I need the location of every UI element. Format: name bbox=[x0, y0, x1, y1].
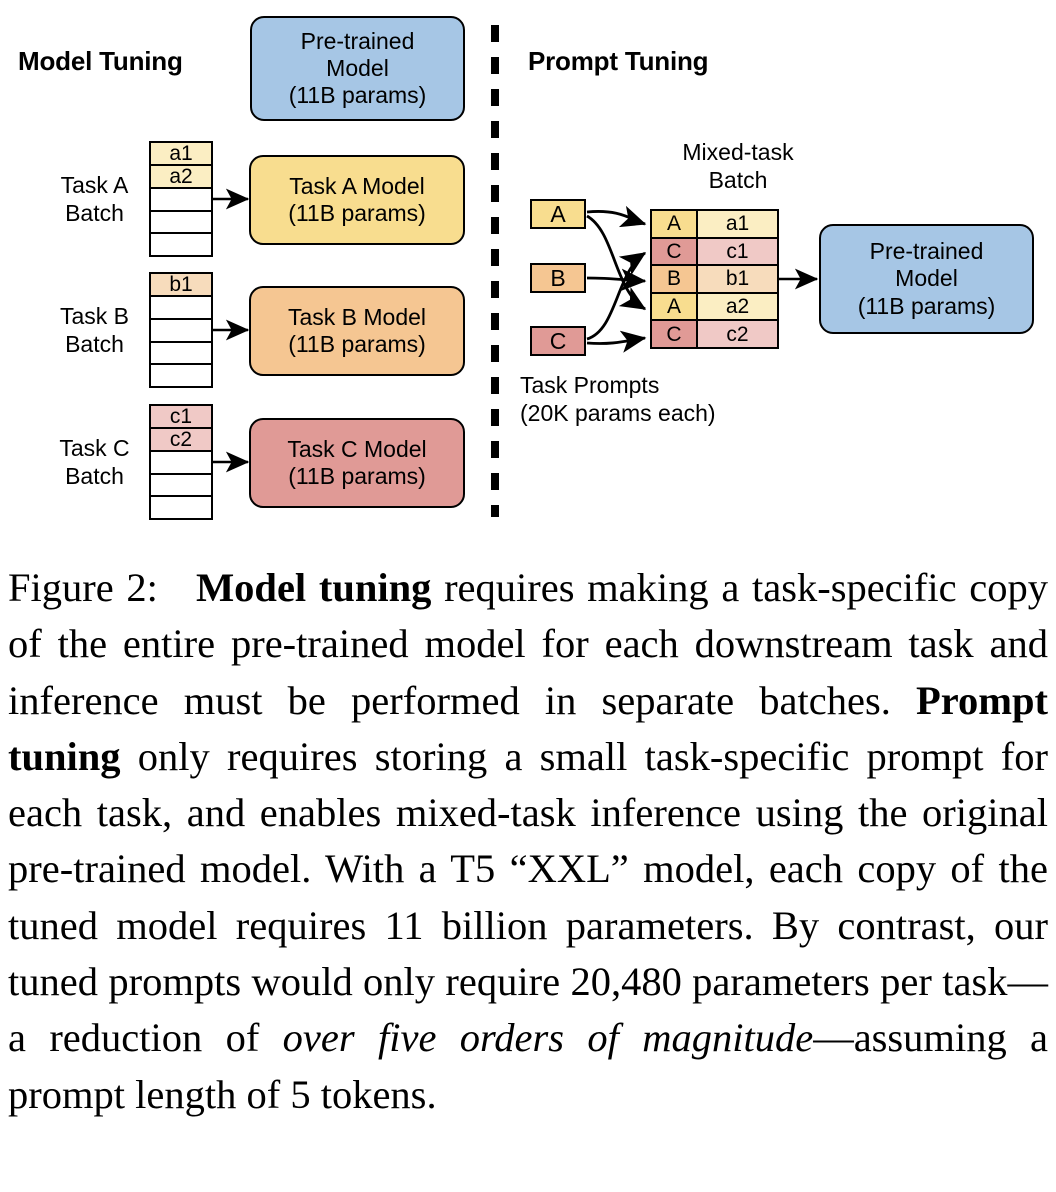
task-c-model-box: Task C Model (11B params) bbox=[249, 418, 465, 508]
mixed-task-cell-data: b1 bbox=[698, 266, 777, 292]
left-pretrained-line3: (11B params) bbox=[288, 82, 427, 109]
right-pretrained-model-box: Pre-trained Model (11B params) bbox=[819, 224, 1034, 334]
mixed-task-row: A a1 bbox=[652, 211, 777, 239]
figure-caption: Figure 2: Model tuning requires making a… bbox=[8, 560, 1048, 1123]
task-c-model-line1: Task C Model bbox=[287, 435, 427, 462]
task-c-batch-row: c1 bbox=[151, 406, 211, 429]
mixed-task-batch-table: A a1 C c1 B b1 A a2 C c2 bbox=[650, 209, 779, 349]
task-b-batch-label: Task B Batch bbox=[42, 303, 147, 358]
task-b-batch-row: b1 bbox=[151, 274, 211, 297]
mixed-task-cell-data: c1 bbox=[698, 238, 777, 265]
task-a-batch-label: Task A Batch bbox=[42, 172, 147, 227]
task-c-batch-grid: c1 c2 bbox=[149, 404, 213, 520]
task-a-batch-label-line2: Batch bbox=[65, 199, 124, 226]
mixed-task-cell-data: c2 bbox=[698, 321, 777, 347]
task-b-model-line2: (11B params) bbox=[288, 331, 426, 357]
task-a-batch-row bbox=[151, 234, 211, 255]
panel-title-prompt-tuning: Prompt Tuning bbox=[528, 46, 709, 76]
caption-italic-magnitude: over five orders of magnitude bbox=[282, 1015, 814, 1061]
task-c-batch-row bbox=[151, 475, 211, 498]
task-b-model-box: Task B Model (11B params) bbox=[249, 286, 465, 376]
mixed-task-cell-task: A bbox=[652, 293, 698, 320]
task-a-batch-grid: a1 a2 bbox=[149, 141, 213, 257]
mixed-task-batch-label-line1: Mixed-task bbox=[682, 139, 794, 165]
task-a-model-line1: Task A Model bbox=[289, 172, 425, 199]
mixed-task-batch-label-line2: Batch bbox=[708, 166, 768, 193]
caption-figure-number: Figure 2: bbox=[8, 565, 158, 610]
task-b-batch-grid: b1 bbox=[149, 272, 213, 388]
mixed-task-cell-task: C bbox=[652, 238, 698, 265]
caption-text-2: only requires storing a small task-speci… bbox=[8, 733, 1048, 1061]
task-c-batch-label-line1: Task C bbox=[59, 435, 130, 461]
task-c-model-line2: (11B params) bbox=[288, 463, 426, 489]
task-prompts-caption-line2: (20K params each) bbox=[520, 399, 716, 426]
right-pretrained-line2: Model bbox=[895, 265, 958, 292]
mixed-task-row: A a2 bbox=[652, 293, 777, 322]
task-b-batch-row bbox=[151, 365, 211, 386]
left-pretrained-line1: Pre-trained bbox=[300, 27, 415, 54]
caption-bold-prompt-tuning: Prompt tuning bbox=[8, 677, 1048, 779]
task-c-batch-row bbox=[151, 497, 211, 518]
task-b-batch-label-line2: Batch bbox=[65, 330, 124, 357]
mixed-task-cell-task: C bbox=[652, 321, 698, 347]
caption-text-1: requires making a task-specific copy of … bbox=[8, 565, 1049, 723]
left-pretrained-model-box: Pre-trained Model (11B params) bbox=[250, 16, 465, 121]
task-b-model-line1: Task B Model bbox=[287, 303, 427, 330]
task-prompts-caption-line1: Task Prompts bbox=[520, 372, 660, 398]
task-c-batch-label-line2: Batch bbox=[65, 462, 124, 489]
task-a-model-box: Task A Model (11B params) bbox=[249, 155, 465, 245]
mixed-task-cell-task: B bbox=[652, 266, 698, 292]
panel-divider-dashed-line bbox=[491, 25, 499, 517]
task-b-batch-label-line1: Task B bbox=[59, 303, 130, 329]
mixed-task-cell-task: A bbox=[652, 211, 698, 237]
task-prompt-chip-c: C bbox=[530, 326, 586, 356]
task-a-batch-row: a2 bbox=[151, 166, 211, 189]
left-pretrained-line2: Model bbox=[326, 54, 389, 81]
task-prompt-chip-a: A bbox=[530, 199, 586, 229]
task-b-batch-row bbox=[151, 320, 211, 343]
mixed-task-row: C c1 bbox=[652, 238, 777, 267]
mixed-task-cell-data: a1 bbox=[698, 211, 777, 237]
task-c-batch-label: Task C Batch bbox=[42, 435, 147, 490]
task-c-batch-row: c2 bbox=[151, 429, 211, 452]
mixed-task-row: C c2 bbox=[652, 321, 777, 347]
mixed-task-cell-data: a2 bbox=[698, 293, 777, 320]
task-a-batch-row bbox=[151, 212, 211, 235]
task-b-batch-row bbox=[151, 343, 211, 366]
task-prompt-chip-b: B bbox=[530, 263, 586, 293]
panel-title-model-tuning: Model Tuning bbox=[18, 46, 183, 76]
task-a-batch-row: a1 bbox=[151, 143, 211, 166]
task-c-batch-row bbox=[151, 452, 211, 475]
mixed-task-batch-label: Mixed-task Batch bbox=[638, 139, 838, 194]
right-pretrained-line3: (11B params) bbox=[857, 292, 996, 319]
task-a-model-line2: (11B params) bbox=[288, 200, 426, 226]
task-a-batch-label-line1: Task A bbox=[60, 172, 129, 198]
caption-text-3: —assuming a prompt length of 5 tokens. bbox=[8, 1015, 1049, 1117]
figure-diagram: Model Tuning Pre-trained Model (11B para… bbox=[0, 0, 1056, 545]
caption-bold-model-tuning: Model tuning bbox=[195, 565, 432, 610]
task-a-batch-row bbox=[151, 189, 211, 212]
task-prompts-caption: Task Prompts (20K params each) bbox=[520, 372, 770, 427]
mixed-task-row: B b1 bbox=[652, 266, 777, 294]
right-pretrained-line1: Pre-trained bbox=[869, 238, 984, 265]
task-b-batch-row bbox=[151, 297, 211, 320]
